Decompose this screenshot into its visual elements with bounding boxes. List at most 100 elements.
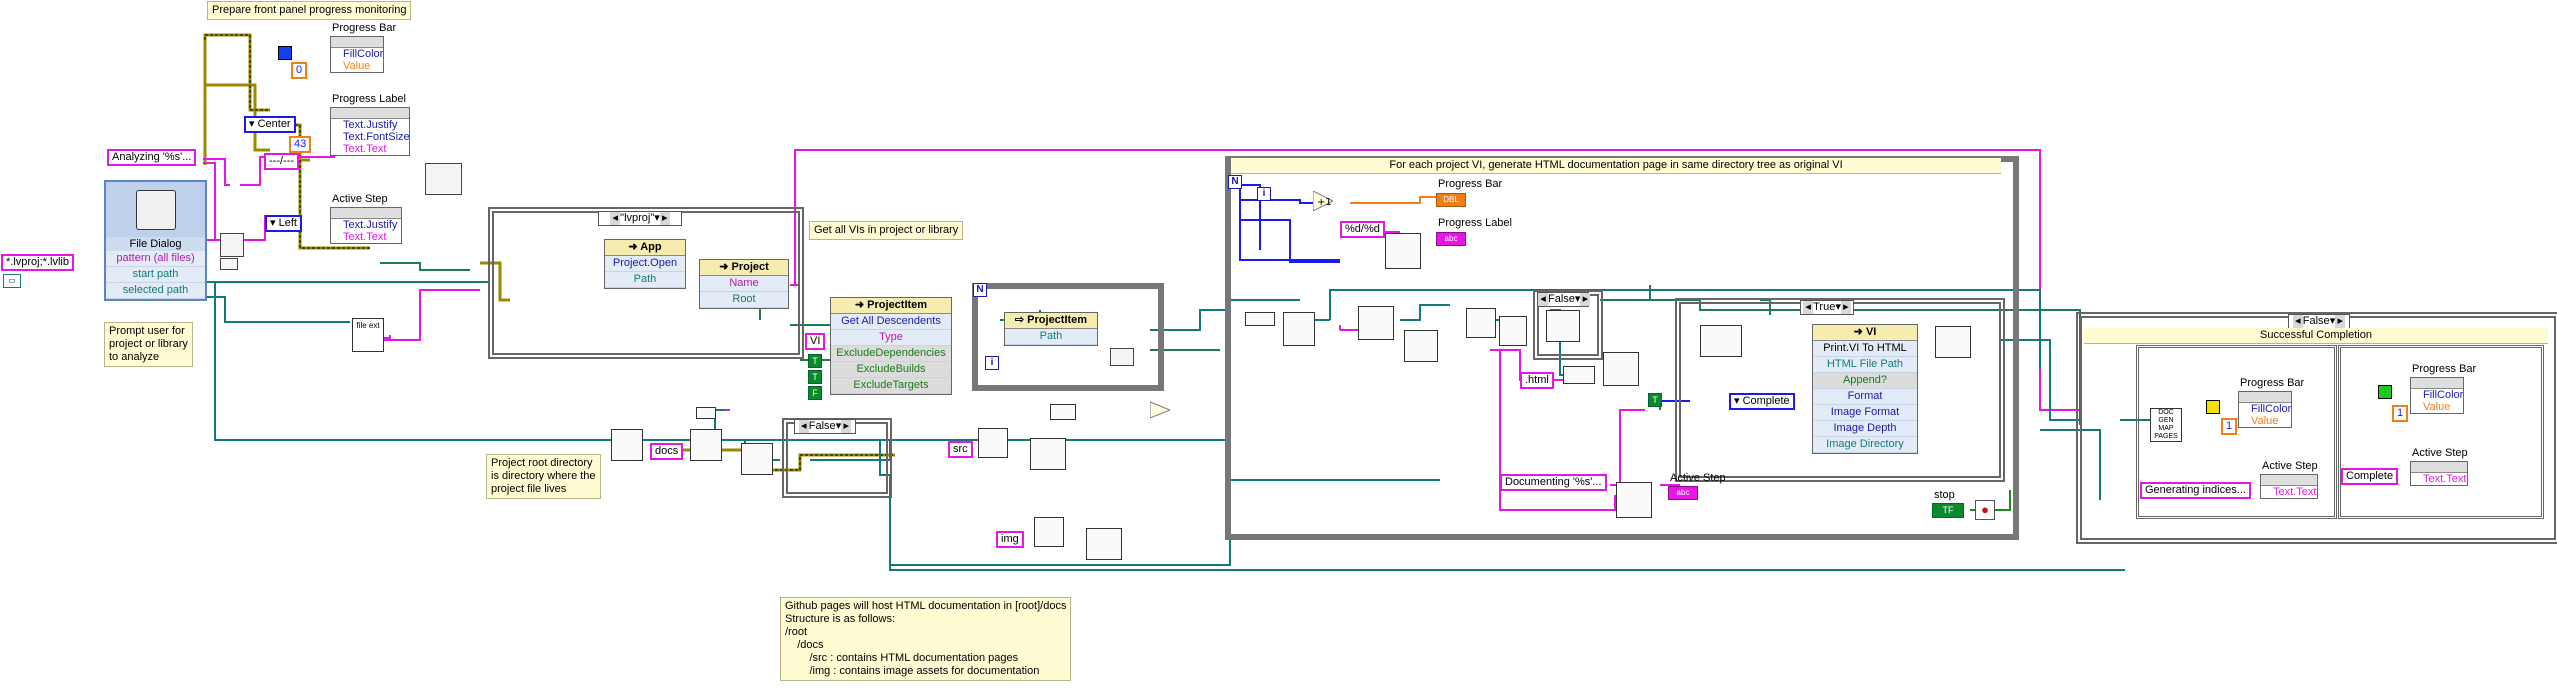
final-progress-bar-a-node[interactable]: FillColor Value — [2238, 391, 2292, 428]
format-string-doc-node[interactable] — [1616, 482, 1652, 518]
string-to-path-node[interactable] — [1050, 404, 1076, 420]
projectitem-arg-exclude-targets: ExcludeTargets — [831, 378, 951, 394]
vi-print-invoke-node[interactable]: ➜ VI Print.VI To HTML HTML File Path App… — [1812, 324, 1918, 454]
documenting-format-string[interactable]: Documenting '%s'... — [1500, 474, 1607, 491]
progress-label-property-node[interactable]: Text.Justify Text.FontSize Text.Text — [330, 107, 410, 156]
fill-color-green[interactable] — [2378, 385, 2392, 399]
main-loop-title: For each project VI, generate HTML docum… — [1231, 158, 2001, 174]
generating-indices-constant[interactable]: Generating indices... — [2140, 482, 2251, 499]
build-path-node-src[interactable] — [978, 428, 1008, 458]
vi-type-constant[interactable]: VI — [805, 333, 826, 350]
loop-stop-terminal[interactable]: ● — [1975, 500, 1995, 520]
merge-errors-node[interactable] — [425, 163, 462, 195]
projectitem-class: ⇨ ProjectItem — [1005, 313, 1097, 329]
final-case-title: Successful Completion — [2084, 328, 2548, 344]
property-node-header — [331, 37, 383, 48]
final-progress-bar-a-label: Progress Bar — [2240, 377, 2305, 389]
strip-extension-node[interactable] — [1499, 316, 1527, 346]
justify-left-enum[interactable]: ▾ Left — [265, 215, 302, 232]
use-default-true[interactable]: T — [1648, 393, 1662, 407]
check-if-exists-node[interactable] — [741, 443, 773, 475]
case-lvproj-selector[interactable]: ◂"lvproj"▾▸ — [598, 211, 682, 226]
file-info-node[interactable] — [1466, 308, 1496, 338]
progress-zero-constant[interactable]: 0 — [291, 62, 308, 79]
progress-one-constant-a[interactable]: 1 — [2221, 418, 2238, 435]
exclude-targets-false[interactable]: F — [808, 386, 822, 400]
vi-method: Print.VI To HTML — [1813, 341, 1917, 357]
progress-text-constant[interactable]: ---/--- — [264, 153, 300, 170]
exclude-builds-true[interactable]: T — [808, 370, 822, 384]
path-constant-icon[interactable]: ▭ — [3, 274, 21, 288]
for-loop-paths[interactable] — [972, 283, 1164, 391]
file-ext-node[interactable]: file ext — [352, 318, 384, 352]
folder-icon — [136, 190, 176, 230]
strip-path-node[interactable] — [696, 407, 716, 419]
build-path-node-2[interactable] — [690, 429, 722, 461]
final-active-step-b-node[interactable]: Text.Text — [2410, 461, 2468, 486]
count-format-string[interactable]: %d/%d — [1340, 221, 1385, 238]
build-path-node-loop-1[interactable] — [1358, 306, 1394, 340]
build-path-node-html[interactable] — [1603, 352, 1639, 386]
progress-one-constant-b[interactable]: 1 — [2392, 405, 2409, 422]
complete-format-enum[interactable]: ▾ Complete — [1729, 393, 1795, 410]
img-folder-constant[interactable]: img — [996, 531, 1024, 548]
increment-node[interactable]: +1 — [1312, 190, 1335, 212]
create-folder-inner[interactable] — [1546, 310, 1580, 342]
doc-gen-subvi[interactable]: DOC GEN MAP PAGES — [2150, 408, 2182, 442]
build-path-node-loop-2[interactable] — [1404, 330, 1438, 362]
projectitem-invoke-node[interactable]: ➜ ProjectItem Get All Descendents Type E… — [830, 297, 952, 395]
complete-string-constant[interactable]: Complete — [2341, 468, 2399, 485]
create-folder-src[interactable] — [1030, 438, 1066, 470]
active-step-property-node[interactable]: Text.Justify Text.Text — [330, 207, 402, 244]
file-dialog-express-vi[interactable]: File Dialog pattern (all files) start pa… — [104, 180, 207, 301]
file-pattern-constant[interactable]: *.lvproj;*.lvlib — [1, 254, 74, 271]
build-array-node[interactable] — [220, 258, 238, 270]
case-false-inner-selector[interactable]: ◂False▾▸ — [1537, 292, 1591, 307]
class-name: ProjectItem — [867, 299, 928, 311]
vi-arg-append: Append? — [1813, 373, 1917, 389]
not-equal-node[interactable] — [1149, 400, 1172, 420]
analyzing-format-string[interactable]: Analyzing '%s'... — [107, 149, 197, 166]
format-into-string-node[interactable] — [220, 233, 244, 257]
projectitem-path-property[interactable]: ⇨ ProjectItem Path — [1004, 312, 1098, 346]
case-final-selector[interactable]: ◂False▾▸ — [2288, 314, 2350, 329]
active-step-indicator: abc — [1668, 486, 1698, 500]
build-path-node-img[interactable] — [1034, 517, 1064, 547]
concat-string-node[interactable] — [1563, 366, 1595, 384]
enum-value: Left — [278, 217, 297, 229]
html-extension-constant[interactable]: .html — [1520, 372, 1554, 389]
progress-label-indicator: abc — [1436, 232, 1466, 246]
format-string-node[interactable] — [1385, 233, 1421, 269]
fill-color-yellow[interactable] — [2206, 400, 2220, 414]
fill-color-constant[interactable] — [278, 46, 292, 60]
file-dialog-icon — [106, 182, 205, 237]
case-false-docs-selector[interactable]: ◂False▾▸ — [794, 419, 856, 434]
final-active-step-a-node[interactable]: Text.Text — [2260, 474, 2318, 499]
docs-folder-constant[interactable]: docs — [650, 443, 684, 460]
justify-center-enum[interactable]: ▾ Center — [244, 116, 296, 133]
property-node-header — [2239, 392, 2291, 403]
app-invoke-node[interactable]: ➜ App Project.Open Path — [604, 239, 686, 289]
case-lvproj[interactable] — [488, 207, 804, 359]
progress-bar-property-node[interactable]: FillColor Value — [330, 36, 384, 73]
close-reference-node[interactable] — [1935, 326, 1971, 358]
src-folder-constant[interactable]: src — [948, 441, 973, 458]
create-folder-img[interactable] — [1086, 528, 1122, 560]
final-progress-bar-b-node[interactable]: FillColor Value — [2410, 377, 2464, 414]
exclude-deps-true[interactable]: T — [808, 354, 822, 368]
app-arg-path: Path — [605, 272, 685, 288]
relative-path-node[interactable] — [1283, 312, 1315, 346]
prop-fill-color: FillColor — [343, 48, 384, 60]
build-path-node-docs[interactable] — [611, 429, 643, 461]
case-true-selector[interactable]: ◂True▾▸ — [1800, 300, 1854, 315]
font-size-constant[interactable]: 43 — [289, 136, 312, 153]
project-prop-root: Root — [700, 292, 788, 308]
class-name: ProjectItem — [1027, 314, 1088, 326]
project-property-node[interactable]: ➜ Project Name Root — [699, 259, 789, 309]
main-loop-iteration: i — [1257, 187, 1271, 201]
sort-array-node[interactable] — [1110, 348, 1134, 366]
main-progress-label-label: Progress Label — [1438, 217, 1512, 229]
error-cluster-node[interactable] — [1700, 325, 1742, 357]
projectitem-prop-path: Path — [1005, 329, 1097, 345]
strip-path-node-loop[interactable] — [1245, 312, 1275, 326]
